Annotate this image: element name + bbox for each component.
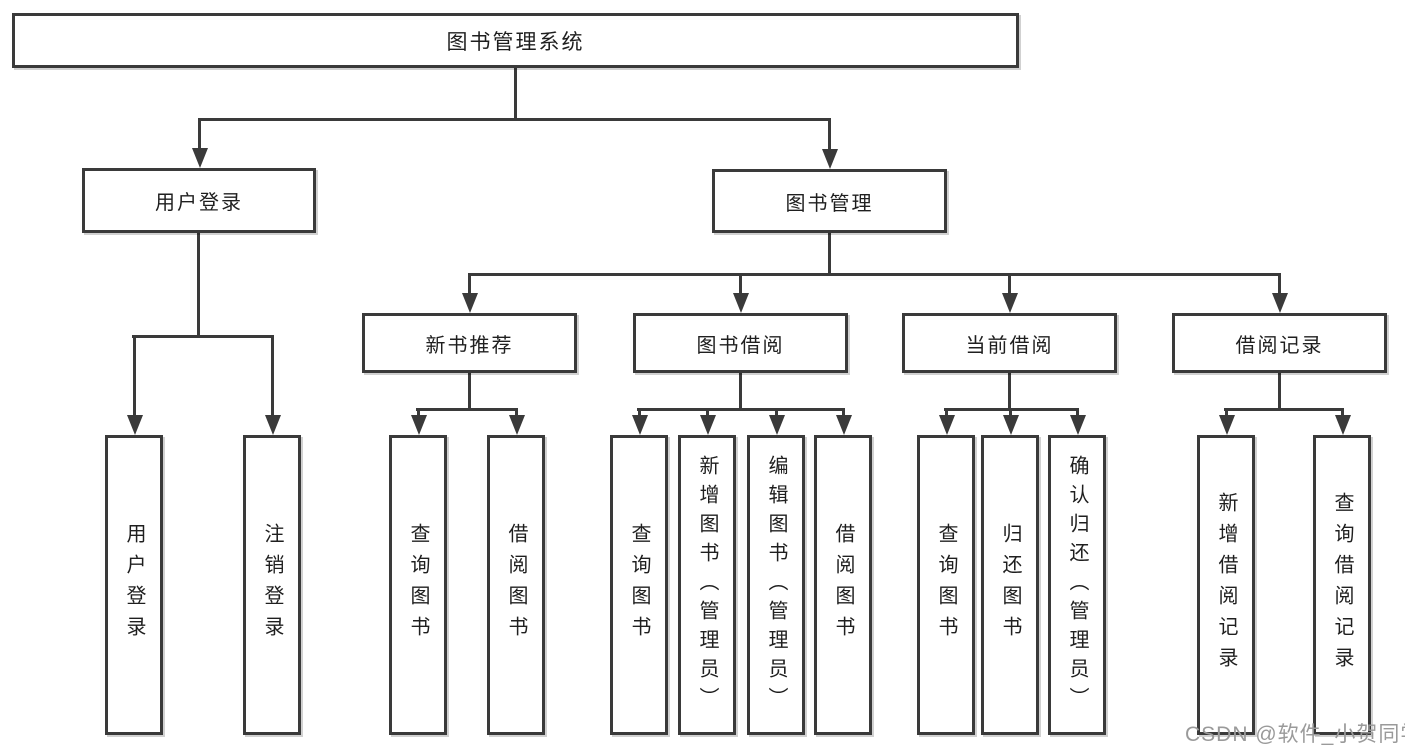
node-user-login: 用户登录 xyxy=(82,168,316,233)
arrow-head-icon xyxy=(732,293,749,313)
node-new-book-recommend: 新书推荐 xyxy=(362,313,577,373)
node-current-borrowing-label: 当前借阅 xyxy=(965,334,1054,357)
arrow-to-book-management xyxy=(821,118,838,169)
arrow-to-leaf-edit-book xyxy=(768,408,785,435)
node-book-borrowing: 图书借阅 xyxy=(633,313,848,373)
node-root: 图书管理系统 xyxy=(12,13,1019,68)
arrow-to-current-borrowing xyxy=(1001,273,1018,313)
arrow-head-icon xyxy=(126,415,143,435)
arrow-head-icon xyxy=(1069,415,1086,435)
leaf-query-books-2-label: 查询图书 xyxy=(628,523,650,647)
leaf-add-record: 新增借阅记录 xyxy=(1197,435,1255,735)
arrow-to-borrowing-records xyxy=(1271,273,1288,313)
connector-new-book-recommend-branch xyxy=(416,408,518,411)
leaf-borrow-books-1: 借阅图书 xyxy=(487,435,545,735)
connector-level3-branch xyxy=(468,273,1281,276)
connector-new-book-recommend-stem xyxy=(468,373,471,408)
node-book-management-label: 图书管理 xyxy=(785,192,874,215)
node-book-management: 图书管理 xyxy=(712,169,947,233)
leaf-add-book-label: 新增图书（管理员） xyxy=(696,454,718,716)
arrow-head-icon xyxy=(699,415,716,435)
arrow-to-leaf-confirm-return xyxy=(1069,408,1086,435)
connector-current-borrowing-stem xyxy=(1008,373,1011,408)
arrow-head-icon xyxy=(508,415,525,435)
leaf-add-record-label: 新增借阅记录 xyxy=(1215,492,1237,678)
leaf-query-books-3: 查询图书 xyxy=(917,435,975,735)
node-current-borrowing: 当前借阅 xyxy=(902,313,1117,373)
leaf-borrow-books-1-label: 借阅图书 xyxy=(505,523,527,647)
arrow-head-icon xyxy=(1218,415,1235,435)
arrow-to-leaf-user-login xyxy=(126,335,143,435)
node-borrowing-records: 借阅记录 xyxy=(1172,313,1387,373)
arrow-head-icon xyxy=(410,415,427,435)
leaf-query-books-1-label: 查询图书 xyxy=(407,523,429,647)
leaf-query-record-label: 查询借阅记录 xyxy=(1331,492,1353,678)
connector-book-borrowing-stem xyxy=(739,373,742,408)
leaf-query-record: 查询借阅记录 xyxy=(1313,435,1371,735)
node-book-borrowing-label: 图书借阅 xyxy=(696,334,785,357)
arrow-to-leaf-borrow-books-1 xyxy=(508,408,525,435)
arrow-to-leaf-add-record xyxy=(1218,408,1235,435)
arrow-head-icon xyxy=(631,415,648,435)
arrow-head-icon xyxy=(1334,415,1351,435)
arrow-head-icon xyxy=(835,415,852,435)
leaf-logout-label: 注销登录 xyxy=(261,523,283,647)
connector-borrowing-records-stem xyxy=(1278,373,1281,408)
arrow-head-icon xyxy=(191,148,208,168)
arrow-to-leaf-query-books-3 xyxy=(938,408,955,435)
leaf-borrow-books-2-label: 借阅图书 xyxy=(832,523,854,647)
leaf-return-book: 归还图书 xyxy=(981,435,1039,735)
arrow-to-leaf-return-book xyxy=(1002,408,1019,435)
leaf-user-login-label: 用户登录 xyxy=(123,523,145,647)
arrow-to-leaf-query-books-1 xyxy=(410,408,427,435)
leaf-query-books-3-label: 查询图书 xyxy=(935,523,957,647)
arrow-head-icon xyxy=(264,415,281,435)
connector-user-login-stem xyxy=(197,233,200,335)
leaf-confirm-return: 确认归还（管理员） xyxy=(1048,435,1106,735)
arrow-head-icon xyxy=(1002,415,1019,435)
leaf-query-books-2: 查询图书 xyxy=(610,435,668,735)
leaf-edit-book-label: 编辑图书（管理员） xyxy=(765,454,787,716)
leaf-query-books-1: 查询图书 xyxy=(389,435,447,735)
connector-root-stem xyxy=(514,68,517,118)
arrow-to-leaf-logout xyxy=(264,335,281,435)
leaf-return-book-label: 归还图书 xyxy=(999,523,1021,647)
leaf-user-login: 用户登录 xyxy=(105,435,163,735)
arrow-head-icon xyxy=(768,415,785,435)
leaf-logout: 注销登录 xyxy=(243,435,301,735)
connector-book-borrowing-branch xyxy=(637,408,845,411)
node-root-label: 图书管理系统 xyxy=(446,30,585,54)
leaf-edit-book: 编辑图书（管理员） xyxy=(747,435,805,735)
connector-borrowing-records-branch xyxy=(1224,408,1344,411)
arrow-to-leaf-query-record xyxy=(1334,408,1351,435)
connector-book-management-stem xyxy=(828,233,831,273)
arrow-to-leaf-query-books-2 xyxy=(631,408,648,435)
node-new-book-recommend-label: 新书推荐 xyxy=(425,334,514,357)
connector-level2-branch xyxy=(198,118,831,121)
watermark: CSDN @软件_小贺同学 xyxy=(1185,723,1405,746)
arrow-head-icon xyxy=(821,149,838,169)
node-borrowing-records-label: 借阅记录 xyxy=(1235,334,1324,357)
leaf-borrow-books-2: 借阅图书 xyxy=(814,435,872,735)
arrow-head-icon xyxy=(1001,293,1018,313)
arrow-to-book-borrowing xyxy=(732,273,749,313)
leaf-confirm-return-label: 确认归还（管理员） xyxy=(1066,454,1088,716)
arrow-to-user-login xyxy=(191,118,208,168)
arrow-head-icon xyxy=(461,293,478,313)
connector-user-login-branch xyxy=(132,335,274,338)
arrow-to-new-book-recommend xyxy=(461,273,478,313)
arrow-head-icon xyxy=(1271,293,1288,313)
arrow-to-leaf-borrow-books-2 xyxy=(835,408,852,435)
leaf-add-book: 新增图书（管理员） xyxy=(678,435,736,735)
arrow-head-icon xyxy=(938,415,955,435)
node-user-login-label: 用户登录 xyxy=(155,192,243,214)
arrow-to-leaf-add-book xyxy=(699,408,716,435)
